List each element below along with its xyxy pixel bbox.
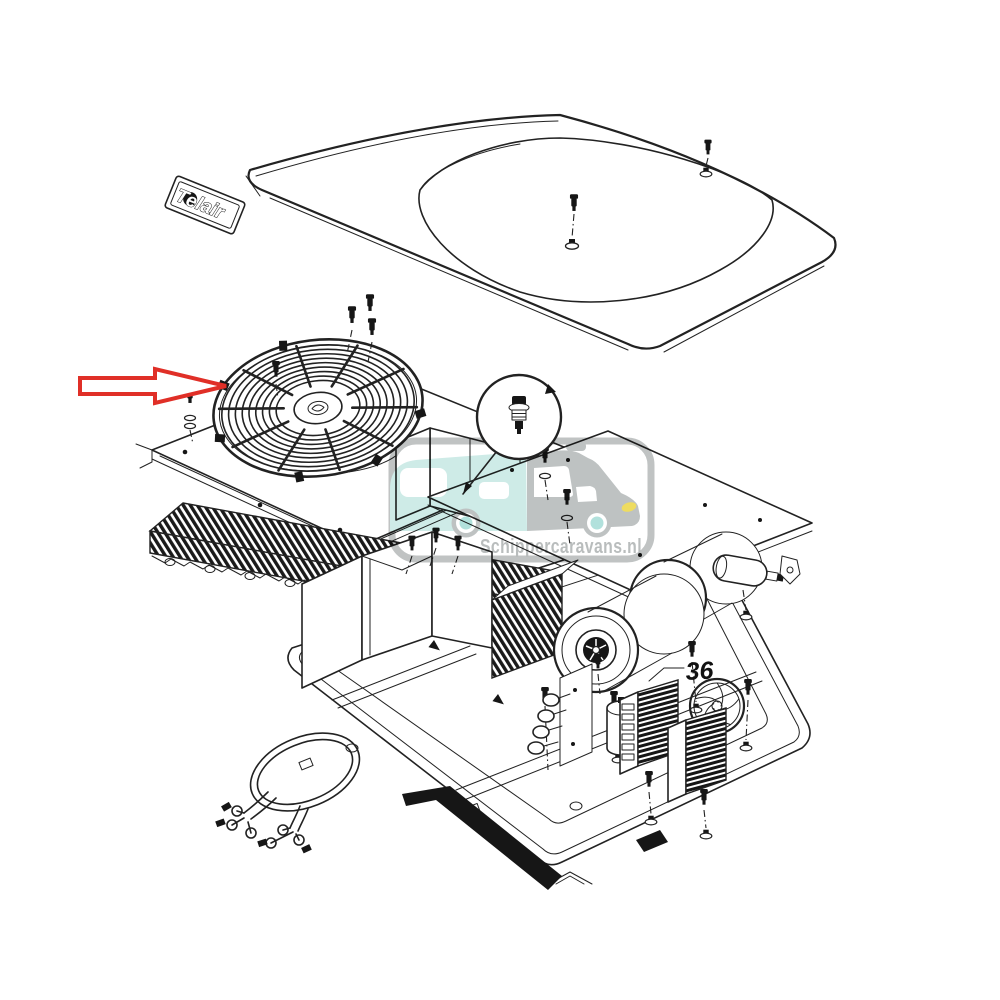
wiring-harness (215, 732, 361, 854)
transformer-2 (667, 707, 727, 803)
gasket-strip (402, 786, 562, 890)
watermark: Schippercaravans.nl (388, 437, 655, 563)
fan-hub (293, 391, 343, 425)
fan-grille-spokes (217, 344, 419, 472)
fan-screws (183, 294, 377, 445)
roof-screw (704, 139, 712, 155)
van-rear-wheel (451, 508, 481, 538)
electrical-parts (527, 653, 753, 840)
van-front-wheel (582, 508, 612, 538)
red-pointer-arrow (78, 366, 227, 406)
roof-cover-recess (418, 137, 774, 303)
roof-screw-cap (699, 167, 713, 178)
service-valve (508, 396, 530, 434)
callout-detail (462, 373, 563, 495)
fan-grille-rings (221, 343, 415, 473)
pan-pad (636, 830, 668, 852)
watermark-van (390, 442, 640, 538)
roof-screw-cap (564, 238, 580, 250)
direction-arrowhead (492, 694, 504, 705)
brand-logo-mark (183, 192, 198, 207)
van-roof-ac-unit (566, 442, 586, 451)
roof-cover (245, 113, 837, 353)
callout-arrow-tick (545, 384, 556, 394)
harness-connectors (215, 801, 312, 854)
part-number-text: 36 (685, 657, 715, 686)
van-headlight (621, 502, 637, 512)
pan-rail (331, 645, 477, 709)
condenser-fan (212, 338, 427, 483)
watermark-text: Schippercaravans.nl (480, 536, 642, 558)
valve-manifold (527, 663, 593, 767)
brand-plate: Telair (164, 175, 246, 235)
clamp-bracket (779, 555, 801, 585)
part-36-label: 36 (648, 657, 715, 686)
roof-screw (569, 194, 579, 211)
direction-arrowhead (428, 640, 440, 651)
